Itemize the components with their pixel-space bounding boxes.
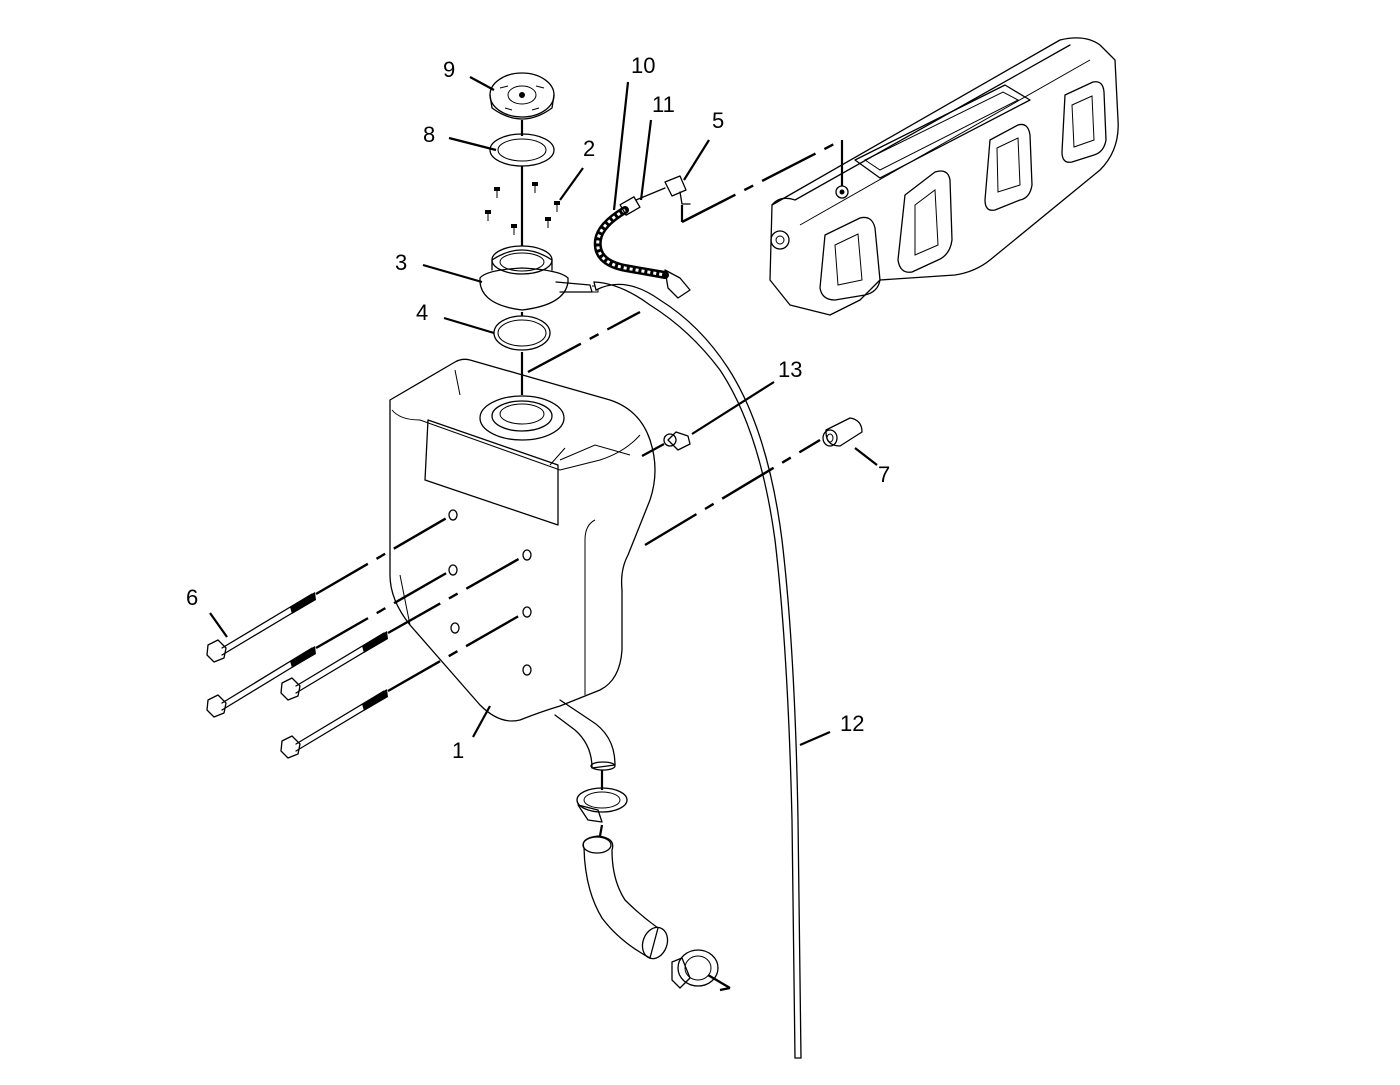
hose-clamp-lower xyxy=(671,949,719,989)
callout-1: 1 xyxy=(452,738,464,763)
callout-9: 9 xyxy=(443,57,455,82)
filler-cap xyxy=(489,72,555,120)
callout-12: 12 xyxy=(840,711,864,736)
exhaust-manifold xyxy=(769,37,1119,316)
callout-7: 7 xyxy=(878,462,890,487)
callout-2: 2 xyxy=(583,136,595,161)
callout-3: 3 xyxy=(395,250,407,275)
bolts xyxy=(206,592,388,759)
callout-labels: 9 8 2 3 4 10 11 5 13 7 6 1 12 xyxy=(186,53,890,763)
callout-11: 11 xyxy=(652,92,675,117)
callout-13: 13 xyxy=(778,357,802,382)
leader-lines xyxy=(209,76,878,747)
fitting xyxy=(663,431,691,451)
hose-clamp-upper xyxy=(576,787,628,823)
callout-5: 5 xyxy=(712,108,724,133)
vent-hose-assembly xyxy=(593,175,691,299)
callout-4: 4 xyxy=(416,300,428,325)
callout-6: 6 xyxy=(186,585,198,610)
spacer xyxy=(822,417,863,447)
gasket xyxy=(489,133,555,167)
assembly-lines xyxy=(315,120,844,992)
overflow-hose xyxy=(593,281,802,1059)
filler-neck xyxy=(479,245,599,311)
o-ring xyxy=(493,315,551,351)
lower-hose xyxy=(582,835,669,960)
callout-10: 10 xyxy=(631,53,655,78)
callout-8: 8 xyxy=(423,122,435,147)
screws xyxy=(485,182,560,235)
coolant-tank xyxy=(389,358,656,771)
